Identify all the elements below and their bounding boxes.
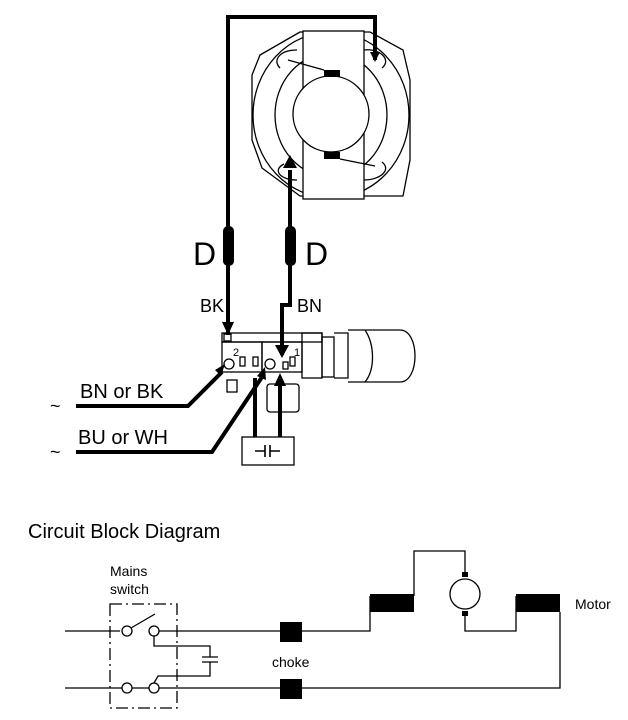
arrow-up-icon <box>283 155 297 168</box>
mains-label-2: BU or WH <box>78 427 168 449</box>
block-circuit <box>65 550 561 709</box>
terminal-bk <box>223 333 232 342</box>
motor-label: Motor <box>575 596 611 612</box>
switch-contact <box>148 682 160 694</box>
wire-bu-or-wh <box>76 372 266 454</box>
arrow-icon <box>257 367 266 380</box>
arrow-down-icon <box>222 322 234 335</box>
arrow-icon <box>215 364 225 376</box>
wire-bn-or-bk <box>76 370 224 408</box>
capacitor-box <box>241 436 295 466</box>
arrow-down-icon <box>275 345 289 358</box>
switch-contact <box>121 625 133 637</box>
motor-symbol <box>449 578 481 610</box>
motor-illustration <box>251 30 411 200</box>
choke-bottom <box>280 679 302 699</box>
field-coil-right <box>516 594 560 612</box>
arrow-up-icon <box>274 373 286 386</box>
brush-bottom <box>324 152 340 159</box>
terminal-circle-1 <box>264 358 276 370</box>
capacitor-icon <box>255 445 280 457</box>
mains-switch-label-line1: Mains <box>110 563 147 579</box>
wire-label-bn: BN <box>297 296 322 316</box>
mains-switch-label-line2: switch <box>110 581 149 597</box>
choke-label: choke <box>272 654 310 670</box>
choke-top <box>280 622 302 642</box>
connector-label-right: D <box>305 236 328 272</box>
switch-actuator <box>348 329 416 383</box>
rotor <box>292 75 370 153</box>
terminal-number-2: 2 <box>233 347 239 359</box>
switch-lever <box>130 613 156 629</box>
terminal-number-1: 1 <box>294 347 300 359</box>
connector-d-right <box>285 226 296 266</box>
wire-bk <box>226 15 380 335</box>
wiring <box>222 15 380 358</box>
field-coil-left <box>370 594 414 612</box>
ac-symbol: ~ <box>50 442 61 462</box>
mains-switch-box <box>109 603 178 709</box>
wire-label-bk: BK <box>200 296 224 316</box>
coil-loop <box>276 49 298 69</box>
switch-contact <box>121 682 133 694</box>
ac-symbol: ~ <box>50 396 61 416</box>
brush-top <box>324 70 340 77</box>
connector-d-left <box>223 226 234 266</box>
switch-assembly <box>221 329 416 413</box>
mains-label-1: BN or BK <box>80 381 164 403</box>
block-diagram-title: Circuit Block Diagram <box>28 521 220 543</box>
choke-housing <box>266 383 300 413</box>
connector-label-left: D <box>193 236 216 272</box>
switch-contact <box>148 625 160 637</box>
terminal-circle-2 <box>223 358 235 370</box>
capacitor-branch <box>153 636 218 684</box>
